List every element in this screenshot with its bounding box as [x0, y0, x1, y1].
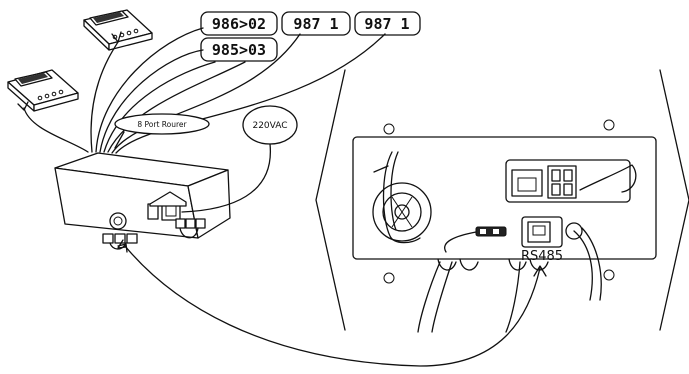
- svg-text:985>03: 985>03: [212, 41, 266, 59]
- svg-text:987 1: 987 1: [293, 15, 338, 33]
- rs485-cable: [117, 243, 547, 367]
- scale-terminal-left: [7, 69, 79, 112]
- remote-display-1: 986>02: [200, 11, 278, 36]
- remote-display-4: 987 1: [354, 11, 421, 36]
- scale-enclosure: RS485: [315, 69, 689, 333]
- router-box: [54, 152, 231, 244]
- arrowheads: [17, 31, 122, 111]
- router-label: 8 Port Rourer: [114, 113, 210, 149]
- power-label: 220VAC: [181, 105, 298, 213]
- svg-text:RS485: RS485: [521, 249, 563, 264]
- remote-display-2: 985>03: [200, 37, 278, 62]
- svg-text:220VAC: 220VAC: [252, 121, 287, 131]
- svg-text:986>02: 986>02: [212, 15, 266, 33]
- remote-display-3: 987 1: [281, 11, 351, 36]
- scale-terminal-top: [83, 9, 153, 51]
- svg-text:987 1: 987 1: [364, 15, 409, 33]
- svg-text:8 Port Rourer: 8 Port Rourer: [137, 120, 187, 129]
- display-cables: [23, 27, 386, 154]
